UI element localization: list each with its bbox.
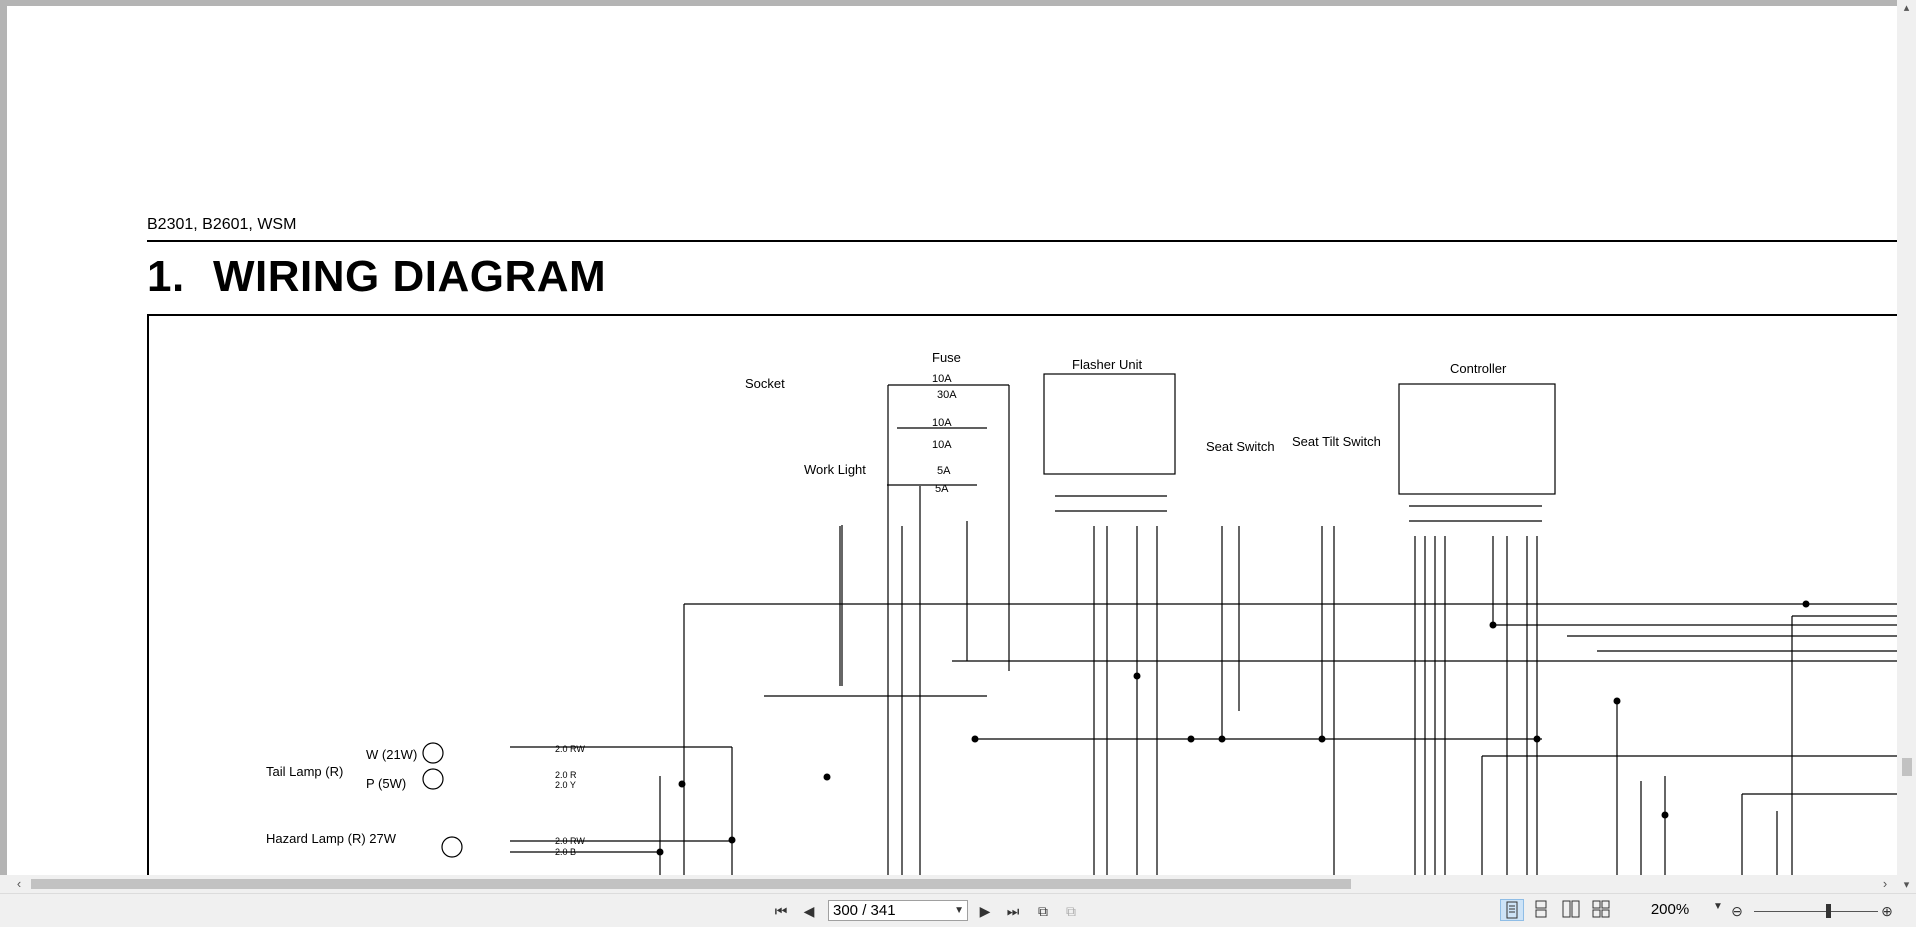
controller-label: Controller: [1450, 361, 1507, 376]
wire-label: 2.0 Y: [555, 780, 576, 790]
fuse-label: Fuse: [932, 350, 961, 365]
zoom-in-icon[interactable]: ⊕: [1881, 903, 1893, 919]
tail-p-label: P (5W): [366, 776, 406, 791]
scroll-up-icon[interactable]: ▴: [1903, 2, 1910, 14]
wire-label: 2.0 R: [555, 770, 577, 780]
fuse-10a-2-label: 10A: [932, 417, 952, 429]
zoom-level[interactable]: 200%: [1650, 901, 1690, 918]
page-indicator: 300 / 341: [833, 902, 896, 919]
fuse-5a-label: 5A: [937, 465, 951, 477]
fuse-5a-2-label: 5A: [935, 483, 949, 495]
horizontal-scrollbar[interactable]: ‹ ›: [0, 875, 1897, 893]
tail-lamp-label: Tail Lamp (R): [266, 764, 343, 779]
horizontal-scroll-thumb[interactable]: [31, 879, 1351, 889]
flasher-unit-label: Flasher Unit: [1072, 357, 1142, 372]
header-rule: [147, 240, 1897, 242]
scroll-right-icon[interactable]: ›: [1882, 876, 1888, 891]
zoom-slider-track[interactable]: [1754, 911, 1878, 912]
wire-label: 2.0 RW: [555, 744, 585, 754]
socket-label: Socket: [745, 376, 785, 391]
work-light-label: Work Light: [804, 462, 866, 477]
zoom-out-icon[interactable]: ⊖: [1731, 903, 1743, 919]
seat-tilt-switch-label: Seat Tilt Switch: [1292, 434, 1381, 449]
page-number-input[interactable]: 300 / 341 ▼: [828, 900, 968, 921]
facing-view-icon[interactable]: [1560, 899, 1584, 921]
section-title: WIRING DIAGRAM: [213, 252, 607, 301]
tail-w-label: W (21W): [366, 747, 417, 762]
continuous-facing-view-icon[interactable]: [1590, 899, 1614, 921]
wiring-diagram: Fuse Socket Work Light Flasher Unit Seat…: [147, 314, 1897, 875]
first-page-icon[interactable]: ⏮: [774, 903, 788, 919]
zoom-slider-thumb[interactable]: [1826, 904, 1831, 918]
continuous-view-icon[interactable]: [1530, 899, 1554, 921]
next-page-icon[interactable]: ▶: [979, 903, 991, 919]
vertical-scrollbar[interactable]: ▴ ▾: [1897, 0, 1916, 893]
single-page-view-icon[interactable]: [1500, 899, 1524, 921]
fuse-30a-label: 30A: [937, 389, 957, 401]
last-page-icon[interactable]: ⏭: [1006, 903, 1020, 919]
fuse-10a-label: 10A: [932, 373, 952, 385]
fuse-10a-3-label: 10A: [932, 439, 952, 451]
next-view-icon[interactable]: ⧉: [1066, 903, 1076, 919]
wire-label: 2.0 RW: [555, 836, 585, 846]
scroll-down-icon[interactable]: ▾: [1903, 879, 1910, 891]
seat-switch-label: Seat Switch: [1206, 439, 1275, 454]
scroll-left-icon[interactable]: ‹: [16, 876, 22, 891]
hazard-lamp-label: Hazard Lamp (R) 27W: [266, 831, 397, 846]
wire-label: 2.0 B: [555, 847, 576, 857]
vertical-scroll-thumb[interactable]: [1902, 758, 1912, 776]
prev-page-icon[interactable]: ◀: [803, 903, 815, 919]
chevron-down-icon[interactable]: ▼: [954, 905, 964, 916]
document-header: B2301, B2601, WSM: [147, 216, 297, 233]
previous-view-icon[interactable]: ⧉: [1038, 903, 1048, 919]
zoom-dropdown-icon[interactable]: ▼: [1713, 901, 1723, 912]
section-number: 1.: [147, 252, 185, 301]
bottom-toolbar: ⏮ ◀ 300 / 341 ▼ ▶ ⏭ ⧉ ⧉ 200% ▼ ⊖ ⊕: [0, 893, 1916, 927]
page-title: 1. WIRING DIAGRAM: [147, 252, 606, 302]
document-page: B2301, B2601, WSM 1. WIRING DIAGRAM: [7, 6, 1897, 875]
document-viewport[interactable]: B2301, B2601, WSM 1. WIRING DIAGRAM: [0, 0, 1897, 875]
diagram-frame: [147, 314, 1897, 875]
